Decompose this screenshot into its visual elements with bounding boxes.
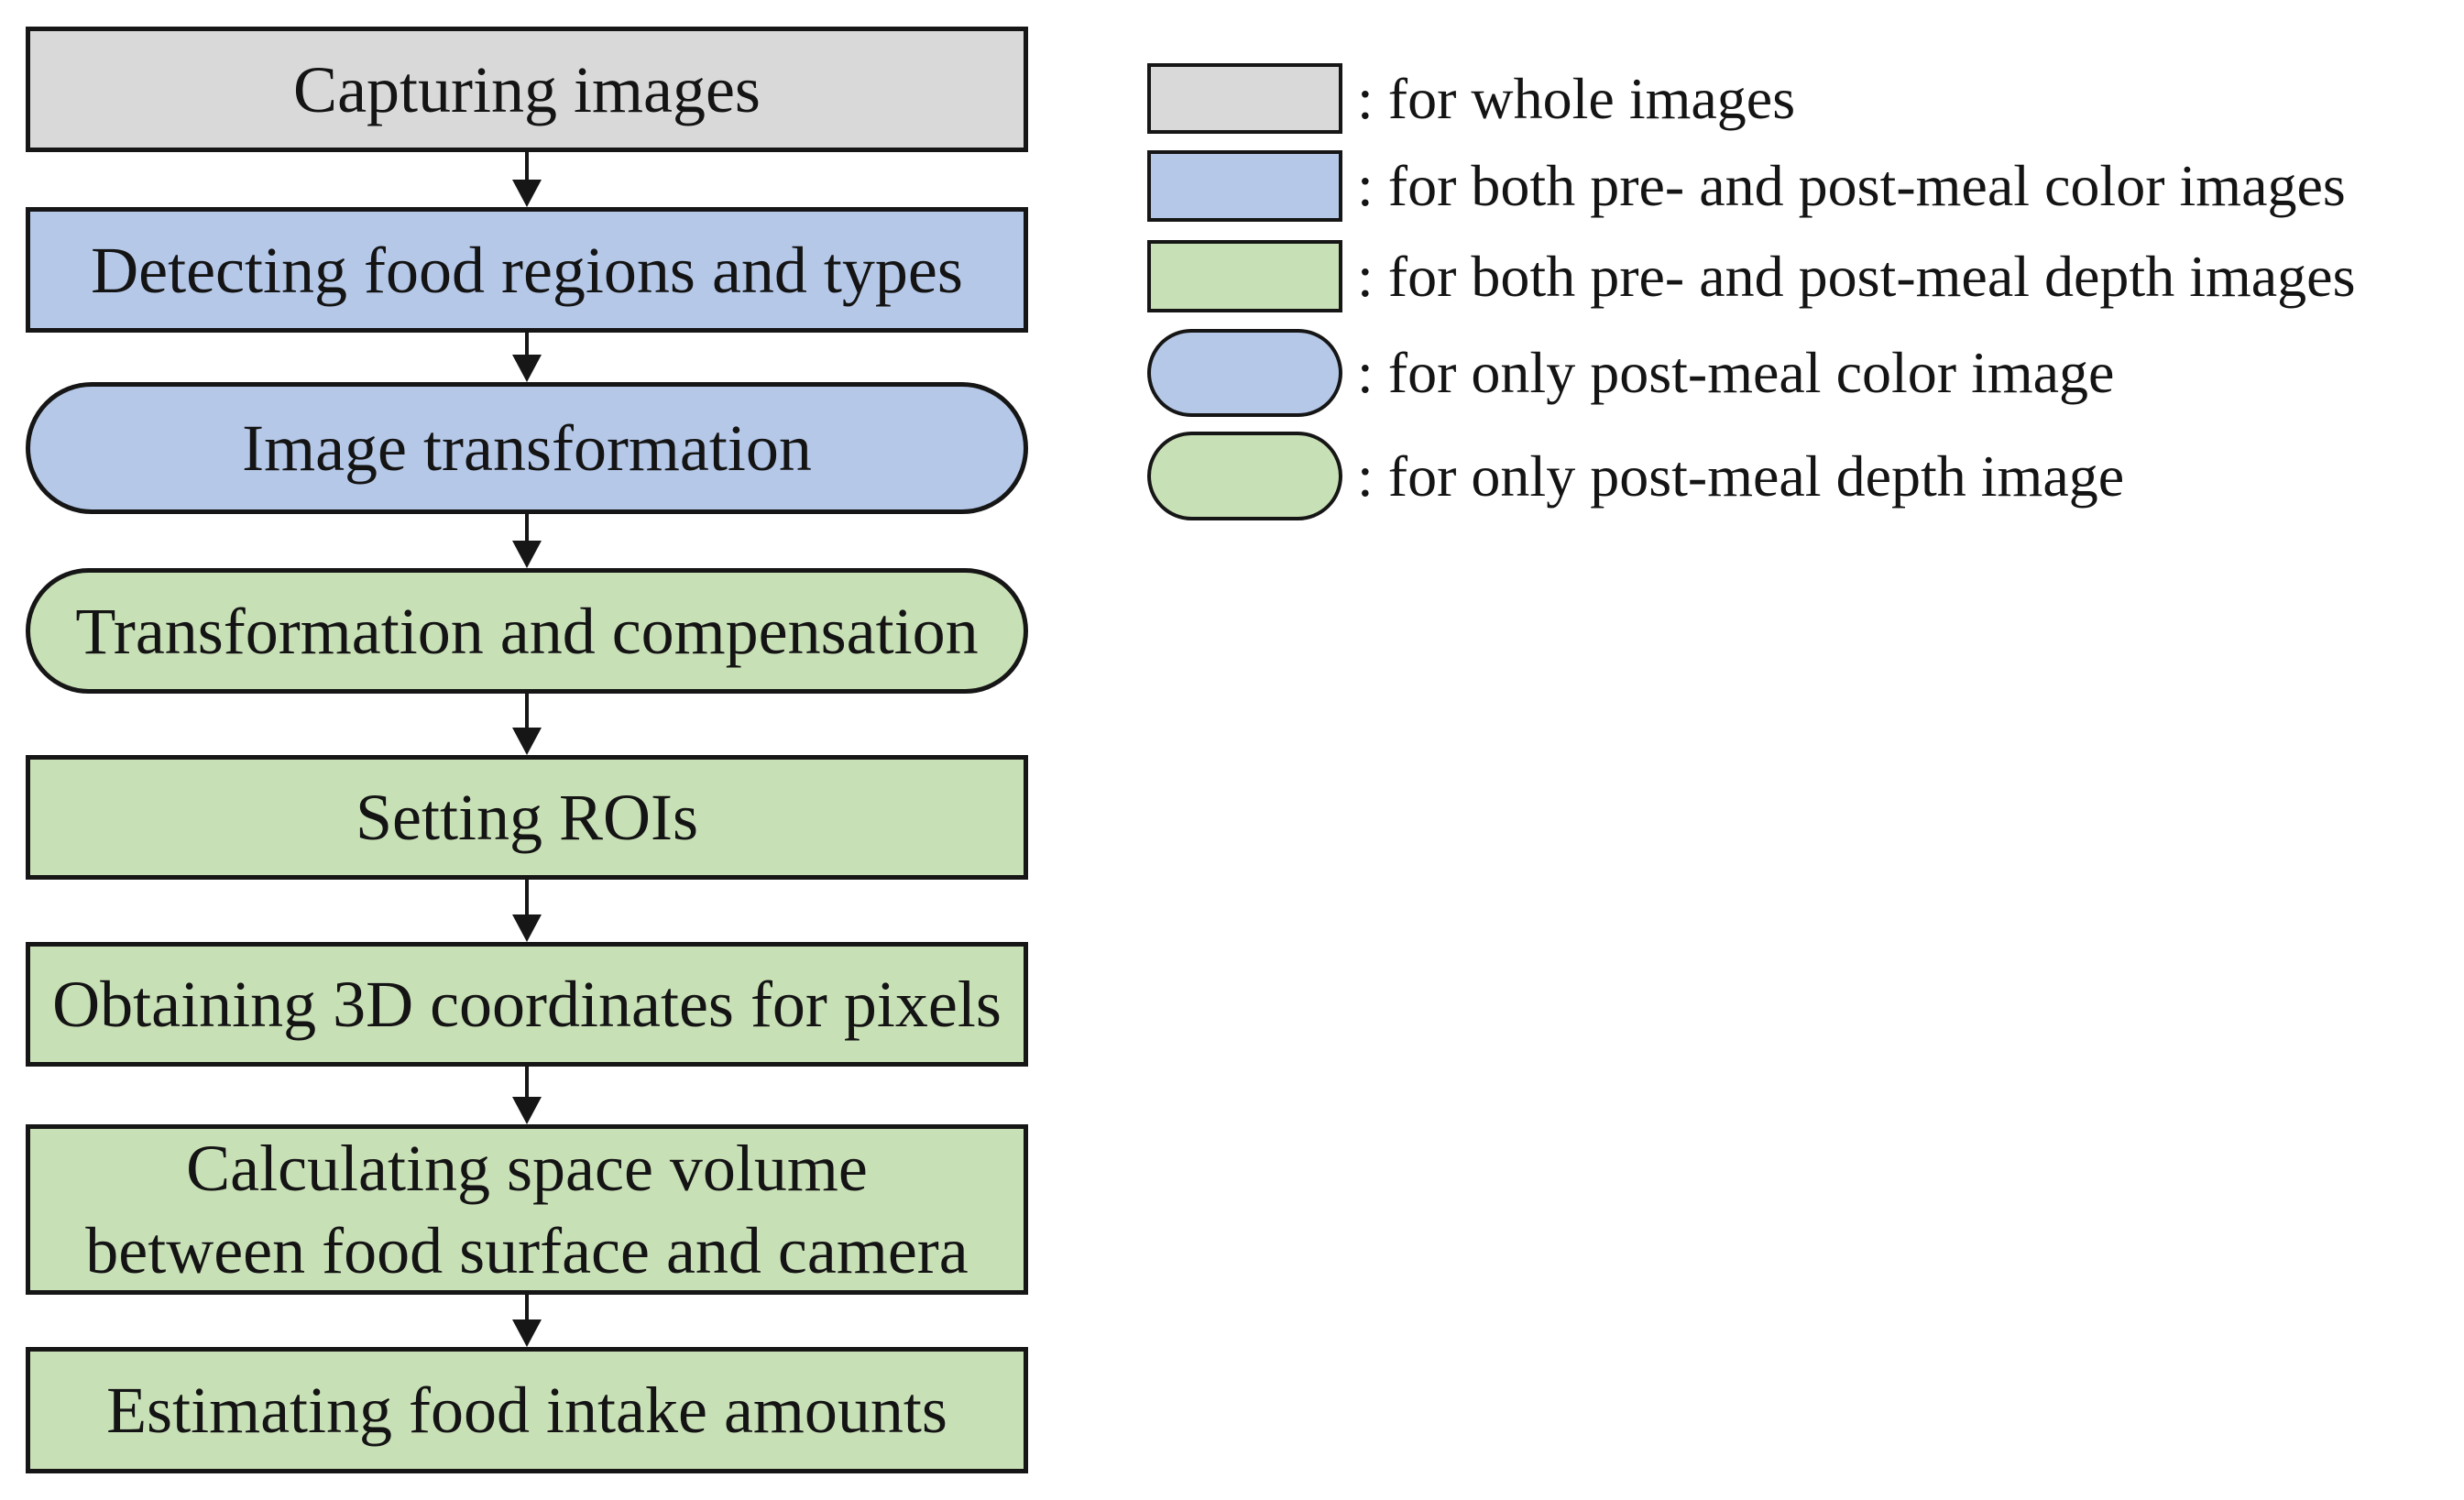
arrow-head (512, 728, 542, 755)
flow-node-label: Capturing images (293, 52, 761, 126)
arrow-head (512, 541, 542, 568)
flow-node-label: Calculating space volume between food su… (85, 1132, 969, 1287)
legend-item-label: : for both pre- and post-meal color imag… (1357, 153, 2346, 218)
arrow-stem (525, 1067, 529, 1097)
down-arrow-icon (510, 1295, 543, 1347)
legend-item: : for whole images (1147, 63, 1795, 134)
arrow-stem (525, 1295, 529, 1319)
flow-node-label: Setting ROIs (355, 781, 699, 854)
arrow-stem (525, 152, 529, 180)
down-arrow-icon (510, 1067, 543, 1124)
flow-node-capturing-images: Capturing images (26, 27, 1028, 152)
flow-node-label: Image transformation (242, 411, 812, 485)
flow-node-obtaining-3d-coordinates: Obtaining 3D coordinates for pixels (26, 942, 1028, 1067)
arrow-head (512, 914, 542, 942)
arrow-head (512, 1319, 542, 1347)
legend-swatch-blue-rectangle (1147, 150, 1342, 222)
flow-node-label: Obtaining 3D coordinates for pixels (52, 968, 1002, 1041)
flow-node-setting-rois: Setting ROIs (26, 755, 1028, 880)
flow-node-calculating-space-volume: Calculating space volume between food su… (26, 1124, 1028, 1295)
flow-node-estimating-food-intake: Estimating food intake amounts (26, 1347, 1028, 1473)
down-arrow-icon (510, 333, 543, 382)
arrow-head (512, 180, 542, 207)
down-arrow-icon (510, 694, 543, 755)
down-arrow-icon (510, 152, 543, 207)
flow-node-detecting-food-regions: Detecting food regions and types (26, 207, 1028, 333)
arrow-stem (525, 333, 529, 355)
flow-node-image-transformation: Image transformation (26, 382, 1028, 514)
legend-item-label: : for whole images (1357, 65, 1796, 131)
legend-item: : for only post-meal color image (1147, 329, 2114, 417)
flow-node-label: Transformation and compensation (75, 594, 979, 668)
legend-swatch-gray-rectangle (1147, 63, 1342, 134)
legend-item: : for only post-meal depth image (1147, 432, 2124, 520)
legend-item-label: : for only post-meal depth image (1357, 443, 2125, 509)
flow-node-label: Estimating food intake amounts (106, 1374, 947, 1447)
legend-item: : for both pre- and post-meal color imag… (1147, 150, 2346, 222)
arrow-head (512, 1097, 542, 1124)
flow-node-label: Detecting food regions and types (91, 233, 963, 307)
flow-node-transformation-compensation: Transformation and compensation (26, 568, 1028, 694)
legend-swatch-green-rounded (1147, 432, 1342, 520)
legend-item: : for both pre- and post-meal depth imag… (1147, 240, 2355, 312)
down-arrow-icon (510, 514, 543, 568)
legend-swatch-blue-rounded (1147, 329, 1342, 417)
down-arrow-icon (510, 880, 543, 942)
legend-item-label: : for only post-meal color image (1357, 340, 2115, 405)
legend-swatch-green-rectangle (1147, 240, 1342, 312)
arrow-stem (525, 880, 529, 914)
arrow-stem (525, 514, 529, 541)
legend-item-label: : for both pre- and post-meal depth imag… (1357, 243, 2356, 309)
arrow-stem (525, 694, 529, 728)
arrow-head (512, 355, 542, 382)
